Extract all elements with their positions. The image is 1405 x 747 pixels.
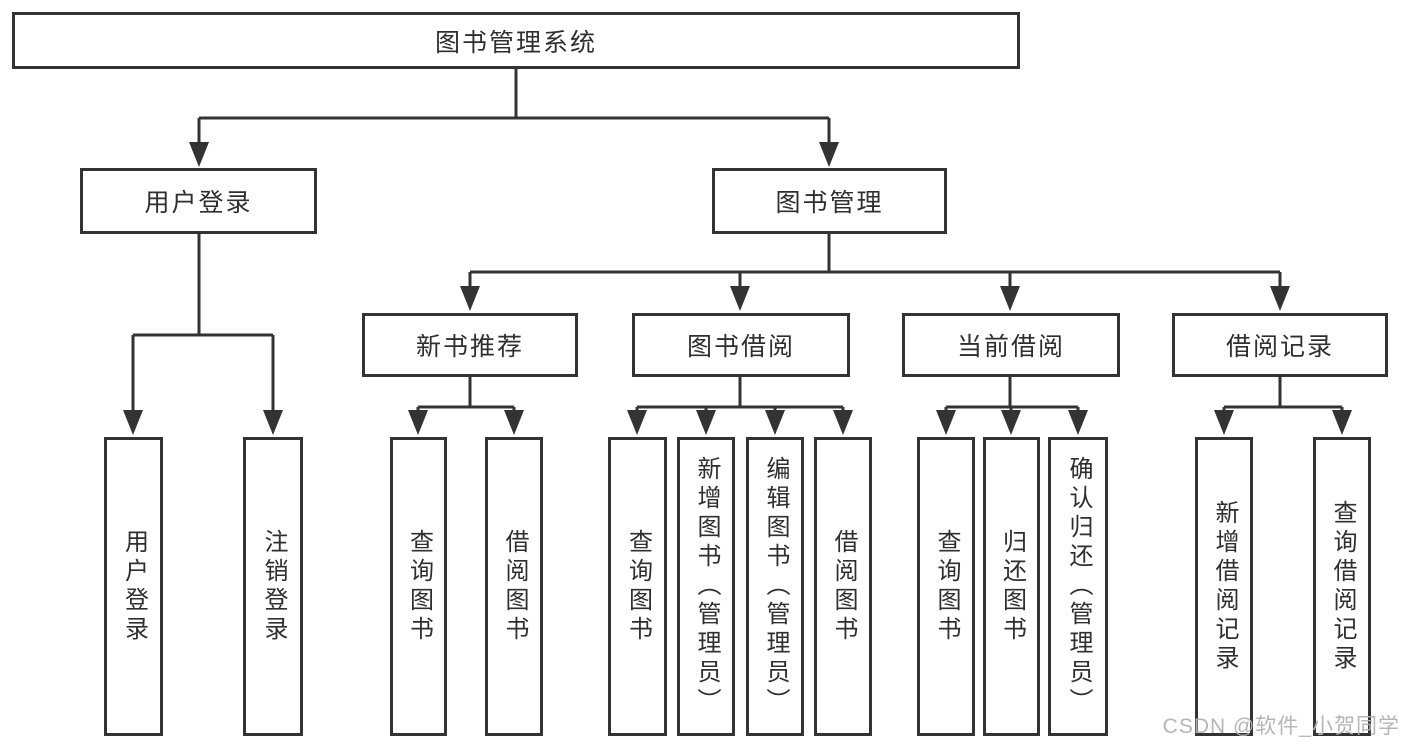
- node-new-book-recommend: 新书推荐: [362, 313, 578, 377]
- leaf-add-books-admin: 新增图书（管理员）: [677, 437, 735, 736]
- node-root: 图书管理系统: [12, 12, 1020, 69]
- csdn-watermark: CSDN @软件_小贺同学: [1162, 715, 1400, 738]
- node-new-book-recommend-label: 新书推荐: [415, 333, 524, 361]
- leaf-edit-books-admin-label: 编辑图书（管理员）: [762, 456, 789, 717]
- leaf-logout-login: 注销登录: [243, 437, 303, 736]
- leaf-borrow-books-recommend: 借阅图书: [485, 437, 543, 736]
- leaf-add-books-admin-label: 新增图书（管理员）: [693, 456, 720, 717]
- leaf-add-borrow-record: 新增借阅记录: [1195, 437, 1253, 736]
- leaf-add-borrow-record-label: 新增借阅记录: [1211, 499, 1238, 674]
- node-user-login-label: 用户登录: [144, 189, 253, 217]
- node-book-management: 图书管理: [712, 168, 947, 234]
- leaf-user-login: 用户登录: [104, 437, 163, 736]
- leaf-edit-books-admin: 编辑图书（管理员）: [746, 437, 804, 736]
- node-current-borrowing: 当前借阅: [902, 313, 1120, 377]
- leaf-return-books-label: 归还图书: [998, 528, 1026, 645]
- arrowheads: [123, 142, 1352, 435]
- node-current-borrowing-label: 当前借阅: [956, 333, 1065, 361]
- leaf-user-login-label: 用户登录: [120, 528, 148, 645]
- leaf-query-books-recommend: 查询图书: [390, 437, 447, 736]
- leaf-confirm-return-admin-label: 确认归还（管理员）: [1065, 456, 1092, 717]
- leaf-borrow-books-borrowing: 借阅图书: [814, 437, 872, 736]
- leaf-borrow-books-borrowing-label: 借阅图书: [830, 528, 857, 645]
- node-book-borrowing-label: 图书借阅: [686, 333, 795, 361]
- leaf-return-books: 归还图书: [983, 437, 1040, 736]
- leaf-confirm-return-admin: 确认归还（管理员）: [1048, 437, 1108, 736]
- leaf-query-borrow-record: 查询借阅记录: [1313, 437, 1371, 736]
- node-user-login: 用户登录: [80, 168, 317, 234]
- node-book-management-label: 图书管理: [775, 189, 884, 217]
- leaf-query-borrow-record-label: 查询借阅记录: [1329, 499, 1356, 674]
- leaf-query-books-current: 查询图书: [917, 437, 975, 736]
- leaf-query-books-recommend-label: 查询图书: [405, 528, 433, 645]
- leaf-borrow-books-recommend-label: 借阅图书: [501, 528, 528, 645]
- node-borrowing-records-label: 借阅记录: [1225, 333, 1334, 361]
- leaf-query-books-borrowing-label: 查询图书: [624, 528, 652, 645]
- leaf-logout-login-label: 注销登录: [260, 528, 287, 645]
- leaf-query-books-borrowing: 查询图书: [608, 437, 667, 736]
- node-borrowing-records: 借阅记录: [1172, 313, 1388, 377]
- node-book-borrowing: 图书借阅: [632, 313, 850, 377]
- node-root-label: 图书管理系统: [434, 28, 597, 57]
- leaf-query-books-current-label: 查询图书: [933, 528, 960, 645]
